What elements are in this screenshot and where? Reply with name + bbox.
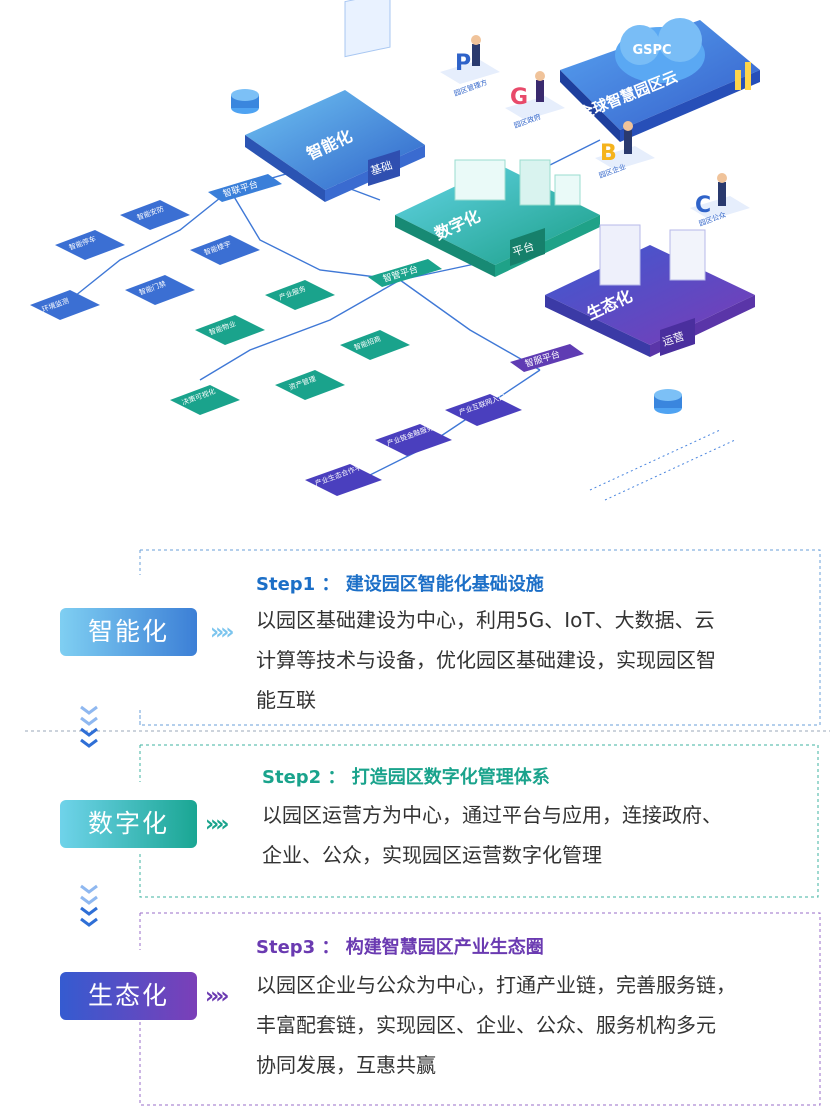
svg-text:基础: 基础 — [369, 159, 394, 178]
step3-body: 以园区企业与公众为中心，打通产业链，完善服务链， 丰富配套链，实现园区、企业、公… — [256, 973, 736, 1077]
badge-ecology: 生态化 — [60, 972, 197, 1020]
cloud-platform: GSPC 全球智慧园区云 — [560, 18, 760, 142]
node-intelligent: 智能化 基础 — [245, 0, 425, 202]
step2-title: Step2 ： 打造园区数字化管理体系 — [262, 767, 550, 788]
svg-text:智联平台: 智联平台 — [221, 178, 259, 200]
double-chevron-right-icon: »» — [210, 620, 235, 645]
database-icon — [654, 389, 682, 414]
step3-box — [0, 910, 837, 1110]
svg-text:C: C — [695, 193, 711, 218]
platform-zhilian: 智联平台 — [208, 174, 282, 202]
chevron-down-icon — [80, 884, 98, 927]
svg-text:智管平台: 智管平台 — [381, 263, 419, 285]
double-chevron-right-icon: »» — [205, 984, 230, 1009]
step1-body: 以园区基础建设为中心，利用5G、IoT、大数据、云 计算等技术与设备，优化园区基… — [256, 608, 716, 712]
persona-g: G 园区政府 — [505, 71, 565, 130]
svg-text:G: G — [510, 85, 528, 110]
chevron-down-icon — [80, 705, 98, 748]
svg-text:平台: 平台 — [511, 239, 536, 259]
persona-p: P 园区管理方 — [440, 35, 500, 98]
platform-zhifu: 智服平台 — [510, 344, 584, 372]
binary-stream — [589, 429, 736, 501]
persona-c: C 园区公众 — [690, 173, 750, 228]
middle-modules: 产业服务 智能物业 资产管理 智能招商 决策可视化 — [170, 280, 410, 415]
svg-text:B: B — [600, 141, 617, 166]
database-icon — [231, 89, 259, 114]
svg-text:智服平台: 智服平台 — [523, 348, 561, 370]
network-lines — [69, 139, 601, 481]
badge-intelligent: 智能化 — [60, 608, 197, 656]
left-modules: 智能安防 智能停车 智能楼宇 环境监测 智能门禁 — [30, 200, 260, 320]
cloud-badge: GSPC — [632, 43, 671, 58]
step2-body: 以园区运营方为中心，通过平台与应用，连接政府、 企业、公众，实现园区运营数字化管… — [262, 803, 722, 867]
step2-box — [0, 742, 837, 902]
persona-letter-p: P — [455, 51, 471, 76]
smart-park-illustration: GSPC 全球智慧园区云 P 园区管理方 G 园区政府 B 园区企业 C 园区公… — [30, 0, 760, 501]
step1-box — [0, 545, 837, 740]
node-digital: 数字化 平台 — [395, 159, 600, 277]
node-ecology: 生态化 运营 — [545, 224, 755, 357]
double-chevron-right-icon: »» — [205, 812, 230, 837]
svg-text:运营: 运营 — [661, 329, 686, 349]
step1-title: Step1 ： 建设园区智能化基础设施 — [256, 574, 544, 595]
step3-title: Step3 ： 构建智慧园区产业生态圈 — [256, 937, 544, 958]
badge-digital: 数字化 — [60, 800, 197, 848]
service-modules: 产业互联网入口 产业链金融服务 产业生态合作平台 — [305, 392, 522, 496]
